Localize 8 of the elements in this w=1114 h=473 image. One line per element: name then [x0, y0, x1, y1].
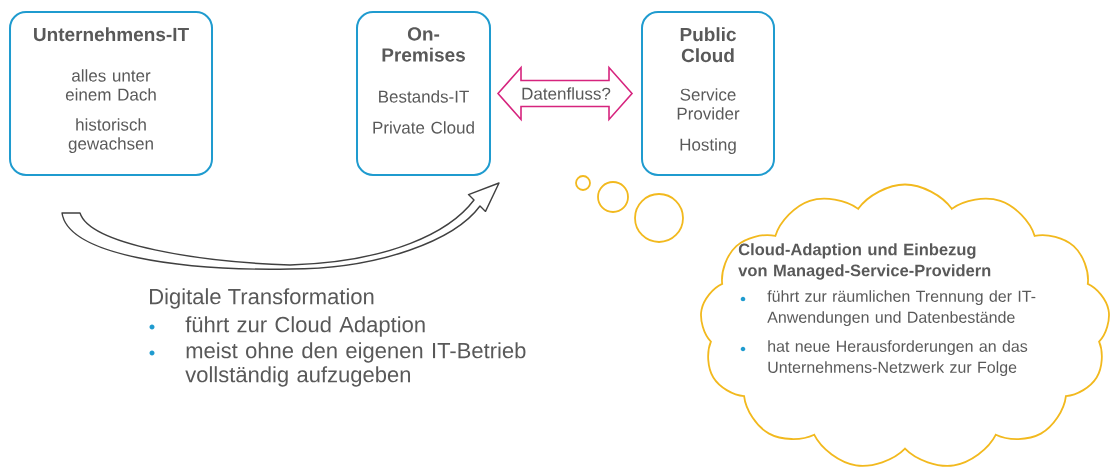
curved-arrow [61, 182, 500, 270]
rounded-box: Unternehmens-IT alles unter einem Dach historisch gewachsen [9, 11, 213, 176]
rounded-box: On-Premises Bestands-IT Private Cloud [356, 11, 491, 176]
rounded-box: Public Cloud Service Provider Hosting [641, 11, 775, 176]
heading-text: Digitale Transformation [150, 288, 374, 309]
bullet-text: führt zur Cloud Adaption [185, 316, 425, 337]
bullet-text: meist ohne den eigenen IT-Betrieb vollständig aufzugeben [185, 342, 526, 387]
edge-label: Datenfluss? [520, 86, 612, 101]
